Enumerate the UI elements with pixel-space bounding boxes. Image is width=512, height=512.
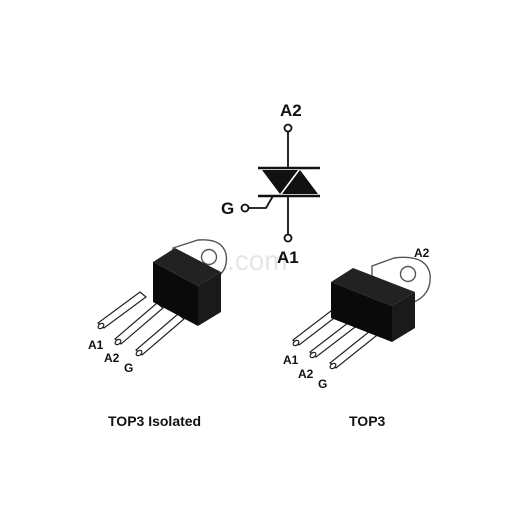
package-body-front: [331, 282, 392, 342]
triangle-down: [262, 170, 298, 194]
package-caption: TOP3: [349, 413, 386, 429]
tab-label-a2: A2: [414, 246, 430, 260]
terminal-gate-dot: [240, 203, 250, 213]
package-body-front: [153, 262, 198, 326]
terminal-a2-dot: [283, 123, 293, 133]
package-body-side: [392, 292, 415, 342]
label-a2: A2: [280, 101, 302, 120]
pin-label-a1: A1: [283, 353, 299, 367]
mounting-hole: [399, 265, 417, 283]
pin-label-a2: A2: [104, 351, 120, 365]
package-body-top: [153, 248, 221, 286]
mounting-hole: [200, 248, 218, 266]
package-top3-isolated: A1 A2 G TOP3 Isolated: [88, 239, 228, 429]
package-leads: [97, 291, 185, 356]
triangle-up: [282, 170, 318, 194]
pin-label-a1: A1: [88, 338, 104, 352]
package-top3: A2 A1 A2 G TOP3: [283, 246, 431, 429]
terminal-a1-dot: [283, 233, 293, 243]
pin-label-g: G: [124, 361, 133, 375]
package-caption: TOP3 Isolated: [108, 413, 201, 429]
label-a1: A1: [277, 248, 299, 267]
triac-symbol: A2 A1 G: [221, 101, 320, 267]
package-body-top: [331, 268, 415, 306]
package-body-side: [198, 272, 221, 326]
pin-label-a2: A2: [298, 367, 314, 381]
pin-label-g: G: [318, 377, 327, 391]
label-gate: G: [221, 199, 234, 218]
lead-gate: [249, 195, 274, 209]
